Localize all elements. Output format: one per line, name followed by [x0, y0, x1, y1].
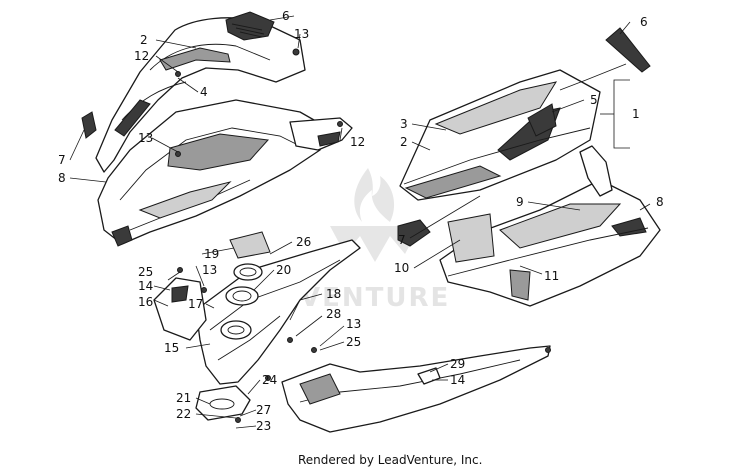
callout-21: 21 [176, 391, 191, 405]
callout-20: 20 [276, 263, 291, 277]
callout-11: 11 [544, 269, 559, 283]
callout-12: 12 [134, 49, 149, 63]
callout-17: 17 [188, 297, 203, 311]
callout-3: 3 [400, 117, 408, 131]
callout-29: 29 [450, 357, 465, 371]
watermark-text: VENTURE [300, 283, 450, 313]
callout-26: 26 [296, 235, 311, 249]
callout-13: 13 [202, 263, 217, 277]
callout-7: 7 [58, 153, 66, 167]
belly-pan [281, 345, 551, 433]
callout-14: 14 [138, 279, 153, 293]
callout-2: 2 [140, 33, 148, 47]
callout-19: 19 [204, 247, 219, 261]
callout-10: 10 [394, 261, 409, 275]
callout-13: 13 [138, 131, 153, 145]
callout-25: 25 [346, 335, 361, 349]
callout-2: 2 [400, 135, 408, 149]
callout-6: 6 [282, 9, 290, 23]
callout-23: 23 [256, 419, 271, 433]
callout-25: 25 [138, 265, 153, 279]
callout-12: 12 [350, 135, 365, 149]
callout-9: 9 [516, 195, 524, 209]
callout-13: 13 [346, 317, 361, 331]
callout-27: 27 [256, 403, 271, 417]
callout-14: 14 [450, 373, 465, 387]
callout-18: 18 [326, 287, 341, 301]
callout-7: 7 [398, 233, 406, 247]
callout-5: 5 [590, 93, 598, 107]
callout-24: 24 [262, 373, 277, 387]
front-nose-assembly [81, 11, 353, 247]
leader-lines [69, 15, 651, 429]
callout-labels: 2 12 4 6 13 13 12 7 8 6 3 2 5 1 9 8 7 10… [58, 9, 664, 433]
callout-15: 15 [164, 341, 179, 355]
inner-bracket-assembly [153, 231, 361, 423]
footer-credit: Rendered by LeadVenture, Inc. [298, 453, 482, 467]
side-panel-assembly [397, 27, 661, 307]
callout-13: 13 [294, 27, 309, 41]
callout-4: 4 [200, 85, 208, 99]
callout-8: 8 [656, 195, 664, 209]
callout-28: 28 [326, 307, 341, 321]
callout-16: 16 [138, 295, 153, 309]
callout-6: 6 [640, 15, 648, 29]
callout-8: 8 [58, 171, 66, 185]
callout-22: 22 [176, 407, 191, 421]
callout-1: 1 [632, 107, 640, 121]
